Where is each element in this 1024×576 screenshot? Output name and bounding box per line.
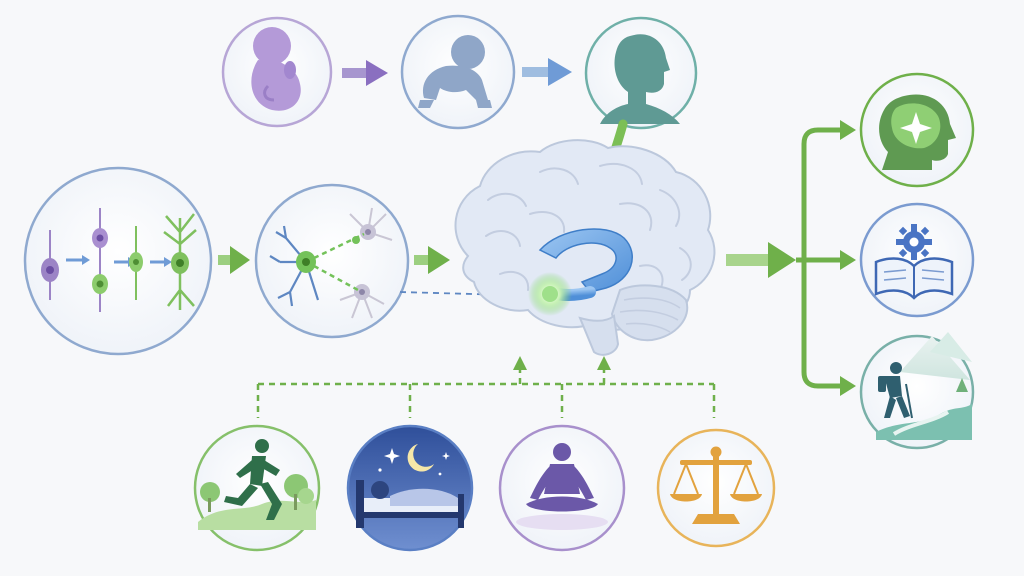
lifespan-stage-adult (584, 16, 698, 130)
neurogenesis-stage-integration (254, 183, 410, 339)
lifestyle-circle-sleep (346, 424, 474, 552)
lifestyle-factor-sleep (346, 424, 474, 552)
mind-head-sparkle-icon (879, 94, 956, 170)
neurogenesis-stage-differentiation (23, 166, 213, 356)
lifespan-stage-infant (400, 14, 516, 130)
hiker-path-icon (876, 332, 972, 440)
outcome-cognition (859, 72, 975, 188)
outcome-learning (859, 202, 975, 318)
balance-scale-icon (670, 446, 762, 524)
lifestyle-factor-balance (656, 428, 776, 548)
influence-connectors (256, 368, 716, 418)
lifestyle-factor-meditation (498, 424, 626, 552)
learning-book-gear-icon (874, 224, 954, 300)
fetus-icon (251, 27, 301, 111)
meditation-icon (516, 443, 608, 530)
arrow-differentiation-to-integration (218, 246, 250, 274)
sleep-moon-bed-icon (356, 444, 464, 528)
dashed-link-network-to-hippocampus (399, 291, 545, 297)
neuron-network-integration-icon (269, 207, 393, 319)
arrow-brain-to-outcomes (726, 120, 856, 396)
infant-icon (418, 35, 492, 108)
arrow-infant-to-adult (522, 58, 572, 86)
running-person-icon (198, 439, 316, 530)
arrow-integration-to-brain (414, 246, 450, 274)
influence-arrowhead-right (597, 356, 611, 370)
brain-hippocampus-icon (454, 139, 716, 356)
outcome-resilience (859, 332, 975, 450)
influence-arrowhead-left (513, 356, 527, 370)
adult-head-icon (600, 34, 680, 124)
lifestyle-factor-exercise (193, 424, 321, 552)
neural-stem-cell-differentiation-icon (41, 208, 197, 312)
arrow-fetus-to-infant (342, 60, 388, 86)
lifespan-stage-fetus (221, 16, 333, 128)
